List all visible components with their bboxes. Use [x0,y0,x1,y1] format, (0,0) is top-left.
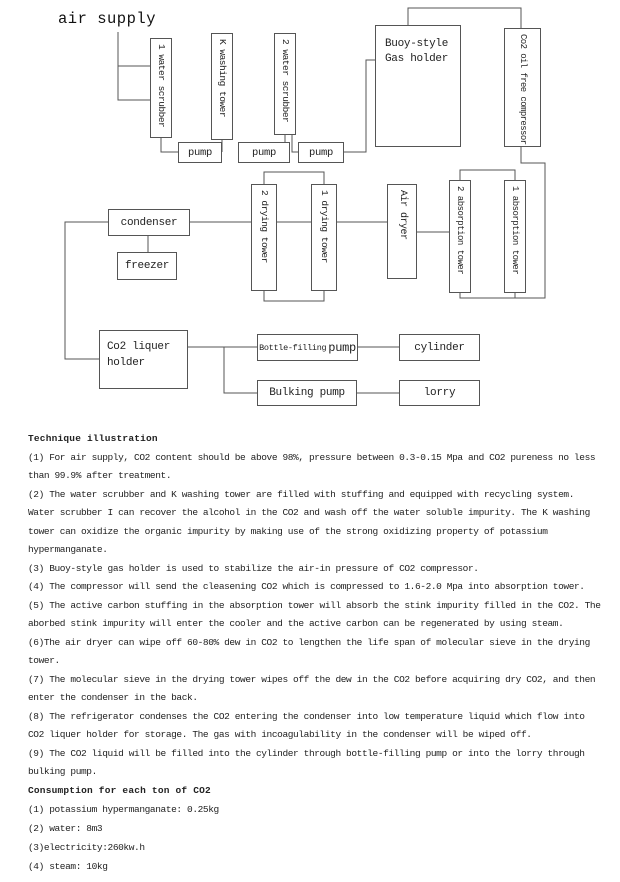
note-item-5: (5) The active carbon stuffing in the ab… [28,599,601,630]
pipe-lines [64,7,546,394]
notes-title: Technique illustration [28,433,158,444]
condenser: condenser [108,209,190,236]
absorption-tower-1: 1 absorption tower [504,180,526,293]
pump-2: pump [238,142,290,163]
cylinder: cylinder [399,334,480,361]
drying-tower-1: 1 drying tower [311,184,337,291]
co2-liquer-holder: Co2 liquer holder [99,330,188,389]
note-item-3: (3) Buoy-style gas holder is used to sta… [28,562,479,574]
process-flow-diagram: air supply 1 water scrubber K washing to… [0,0,620,420]
bottle-filling-pump-label: pump [328,340,356,355]
bottle-filling-pump: Bottle-filling pump [257,334,358,361]
consumption-title: Consumption for each ton of CO2 [28,784,211,796]
air-dryer: Air dryer [387,184,417,279]
gas-holder-label-line1: Buoy-style [385,38,449,50]
co2-oil-free-compressor: Co2 oil free compressor [504,28,541,147]
note-item-2: (2) The water scrubber and K washing tow… [28,488,590,556]
buoy-style-gas-holder: Buoy-style Gas holder [375,25,461,147]
note-item-7: (7) The molecular sieve in the drying to… [28,673,596,704]
drying-tower-2: 2 drying tower [251,184,277,291]
water-scrubber-1-tower: 1 water scrubber [150,38,172,138]
consumption-item-1: (1) potassium hypermanganate: 0.25kg [28,804,219,815]
consumption-item-4: (4) steam: 10kg [28,861,108,872]
bottle-filling-pump-label-small: Bottle-filling [259,342,327,353]
bulking-pump: Bulking pump [257,380,357,406]
technique-notes: Technique illustration (1) For air suppl… [0,420,620,876]
note-item-9: (9) The CO2 liquid will be filled into t… [28,747,585,778]
note-item-4: (4) The compressor will send the cleasen… [28,581,585,592]
pump-3: pump [298,142,344,163]
air-supply-label: air supply [58,10,157,28]
water-scrubber-2-tower: 2 water scrubber [274,33,296,135]
note-item-6: (6)The air dryer can wipe off 60-80% dew… [28,636,590,667]
note-item-1: (1) For air supply, CO2 content should b… [28,451,596,482]
pump-1: pump [178,142,222,163]
note-item-8: (8) The refrigerator condenses the CO2 e… [28,710,585,741]
lorry: lorry [399,380,480,406]
consumption-item-3: (3)electricity:260kw.h [28,842,145,853]
absorption-tower-2: 2 absorption tower [449,180,471,293]
gas-holder-label-line2: Gas holder [385,53,449,65]
connector-lines [64,7,546,394]
freezer: freezer [117,252,177,280]
k-washing-tower: K washing tower [211,33,233,140]
consumption-item-2: (2) water: 8m3 [28,823,103,834]
